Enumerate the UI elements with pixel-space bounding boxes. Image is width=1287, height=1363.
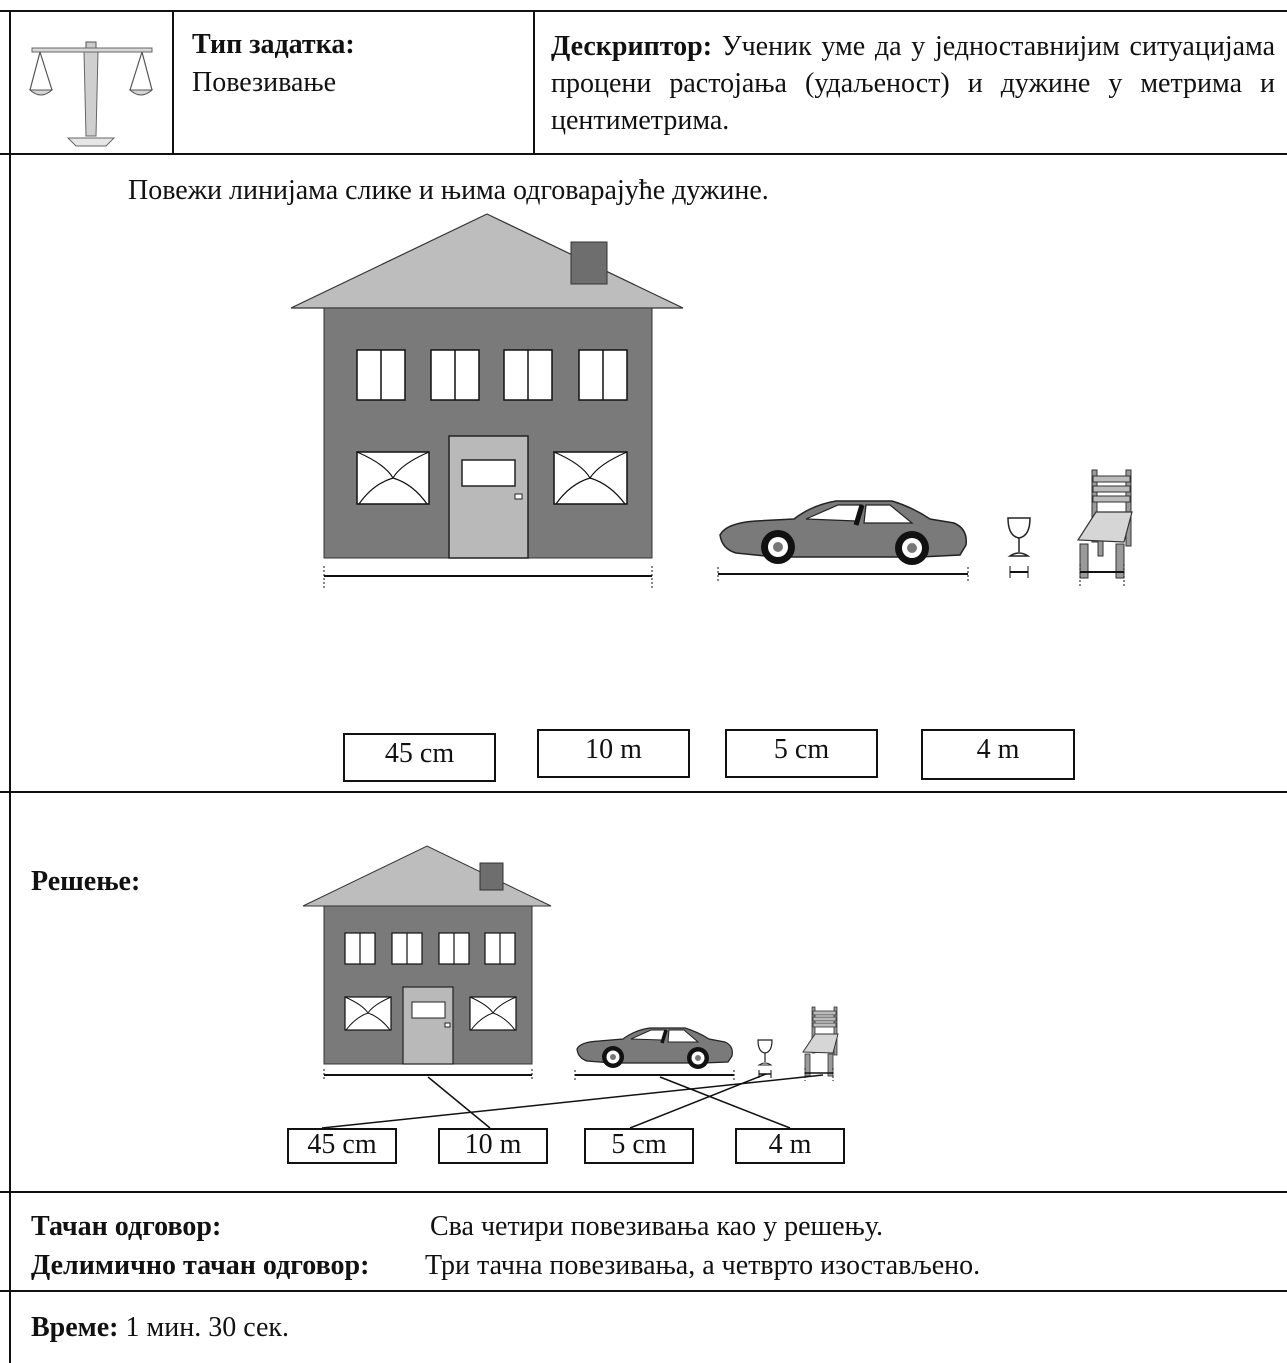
line-glass-5cm: [629, 1073, 767, 1129]
solution-option-4m: 4 m: [735, 1128, 845, 1164]
descriptor: Дескриптор: Ученик уме да у једноставниј…: [551, 28, 1275, 139]
table-border-row3: [0, 1191, 1287, 1193]
solution-option-45cm: 45 cm: [287, 1128, 397, 1164]
solution-label: Решење:: [31, 866, 141, 897]
solution-option-5cm: 5 cm: [584, 1128, 694, 1164]
table-border-col2: [533, 10, 535, 155]
task-type-label: Тип задатка:: [192, 29, 355, 60]
table-border-row4: [0, 1290, 1287, 1292]
solution-option-10m: 10 m: [438, 1128, 548, 1164]
line-house-10m: [427, 1076, 491, 1129]
solution-glass-picture: [755, 1038, 775, 1078]
time-label: Време:: [31, 1312, 119, 1343]
table-border-top: [0, 10, 1287, 12]
partial-answer-label: Делимично тачан одговор:: [31, 1250, 370, 1281]
line-chair-45cm: [321, 1074, 824, 1129]
car-picture[interactable]: [716, 495, 972, 585]
task-type-value: Повезивање: [192, 67, 337, 98]
descriptor-text: Ученик уме да у једноставнијим ситуација…: [551, 31, 1275, 136]
descriptor-label: Дескриптор:: [551, 31, 713, 62]
table-border-left: [9, 10, 11, 1363]
table-border-row1: [0, 153, 1287, 155]
table-border-row2: [0, 791, 1287, 793]
table-border-col1: [172, 10, 174, 155]
solution-chair-picture: [801, 1006, 841, 1082]
correct-answer-text: Сва четири повезивања као у решењу.: [430, 1211, 883, 1242]
scales-icon: [28, 38, 156, 150]
partial-answer-text: Три тачна повезивања, а четврто изостављ…: [425, 1250, 981, 1281]
option-4m[interactable]: 4 m: [921, 729, 1075, 780]
glass-picture[interactable]: [1004, 514, 1034, 580]
option-5cm[interactable]: 5 cm: [725, 729, 878, 778]
option-10m[interactable]: 10 m: [537, 729, 690, 778]
correct-answer-label: Тачан одговор:: [31, 1211, 222, 1242]
time: Време: 1 мин. 30 сек.: [31, 1311, 289, 1345]
solution-car-picture: [574, 1024, 736, 1082]
line-car-4m: [659, 1076, 791, 1129]
time-value: 1 мин. 30 сек.: [118, 1312, 290, 1343]
task-instruction: Повежи линијама слике и њима одговарајућ…: [128, 175, 769, 206]
solution-house-picture: [302, 845, 552, 1081]
option-45cm[interactable]: 45 cm: [343, 733, 496, 782]
house-picture[interactable]: [289, 212, 685, 592]
chair-picture[interactable]: [1074, 468, 1138, 588]
